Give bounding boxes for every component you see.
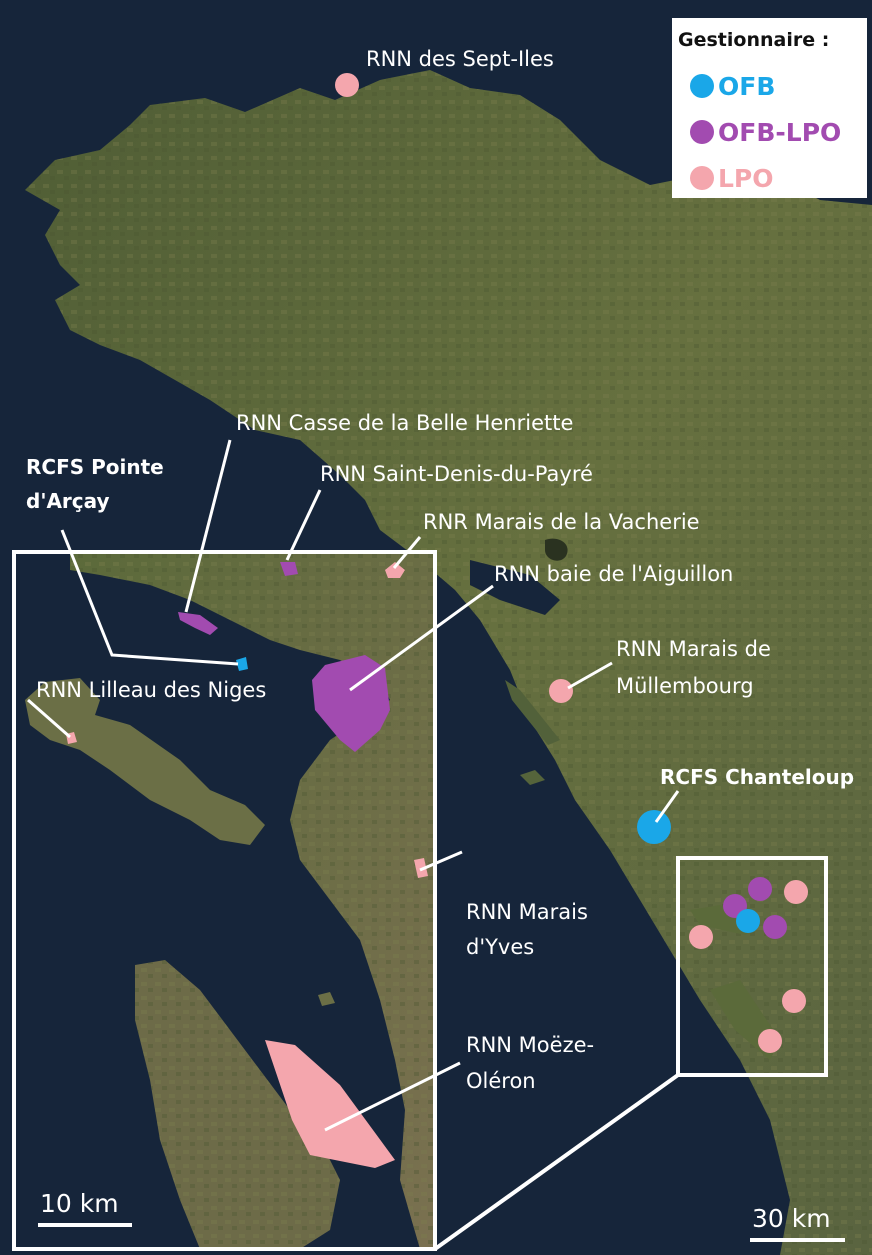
island-noirmoutier (505, 680, 560, 745)
inset-land-texture (70, 552, 435, 1249)
scale-bar-main-label: 30 km (752, 1204, 831, 1233)
reserve-casse-belle-henriette (178, 612, 218, 635)
locator-connector (433, 1073, 680, 1251)
leader-casse (184, 439, 232, 613)
leader-moeze (324, 1061, 461, 1132)
label-mullembourg-line2: Müllembourg (616, 674, 754, 698)
legend: Gestionnaire : OFB OFB-LPO LPO (672, 18, 867, 198)
estuary (470, 560, 560, 615)
inset-island-oleron-texture (135, 960, 340, 1249)
marker-mullembourg (549, 679, 573, 703)
scale-bar-inset: 10 km (38, 1189, 132, 1227)
label-moeze-line1: RNN Moëze- (466, 1033, 594, 1057)
reserve-pointe-arcay (236, 657, 248, 671)
label-lilleau: RNN Lilleau des Niges (36, 678, 266, 702)
scale-bar-inset-label: 10 km (40, 1189, 119, 1218)
leader-aiguillon (349, 584, 494, 692)
label-vacherie: RNR Marais de la Vacherie (423, 510, 700, 534)
locator-box (676, 856, 828, 1077)
label-casse: RNN Casse de la Belle Henriette (236, 411, 573, 435)
marker-cluster-2 (784, 880, 808, 904)
label-chanteloup: RCFS Chanteloup (660, 765, 854, 789)
inset-frame (12, 550, 437, 1251)
reserve-marais-vacherie (385, 562, 405, 578)
marker-cluster-6 (689, 925, 713, 949)
legend-label-ofb-lpo: OFB-LPO (718, 118, 841, 147)
reserve-moeze-oleron (265, 1040, 395, 1168)
leader-vacherie (392, 536, 422, 569)
leader-lilleau (27, 698, 71, 739)
island-small (520, 770, 545, 785)
legend-label-lpo: LPO (718, 164, 774, 193)
leader-lines (27, 439, 680, 1132)
leader-arcay (60, 529, 239, 666)
label-yves-line1: RNN Marais (466, 900, 588, 924)
legend-label-ofb: OFB (718, 72, 775, 101)
label-arcay-line2: d'Arçay (26, 489, 110, 513)
legend-swatch-lpo (690, 166, 714, 190)
lake (545, 538, 568, 561)
label-moeze-line2: Oléron (466, 1069, 536, 1093)
legend-swatch-ofb (690, 74, 714, 98)
leader-yves (419, 850, 463, 872)
label-yves-line2: d'Yves (466, 935, 534, 959)
marker-cluster-5 (763, 915, 787, 939)
marker-cluster-1 (748, 877, 772, 901)
marker-chanteloup (637, 810, 671, 844)
leader-chanteloup (654, 790, 680, 823)
label-saint-denis: RNN Saint-Denis-du-Payré (320, 462, 593, 486)
land-texture (25, 70, 872, 1255)
inset (12, 550, 437, 1251)
label-aiguillon: RNN baie de l'Aiguillon (494, 562, 733, 586)
reserve-saint-denis-du-payre (280, 562, 298, 576)
leader-mullembourg (567, 661, 613, 690)
reserve-baie-aiguillon (312, 655, 390, 752)
marker-cluster-8 (758, 1029, 782, 1053)
marker-cluster-4 (736, 909, 760, 933)
marker-cluster-7 (782, 989, 806, 1013)
inset-island-re (25, 678, 265, 845)
legend-swatch-ofb-lpo (690, 120, 714, 144)
scale-bar-main: 30 km (750, 1204, 845, 1242)
marker-sept-iles (335, 73, 359, 97)
inset-island-aix (318, 992, 335, 1006)
legend-title: Gestionnaire : (678, 29, 829, 51)
leader-saint-denis (285, 489, 322, 561)
label-sept-iles: RNN des Sept-Iles (366, 47, 554, 71)
label-mullembourg-line1: RNN Marais de (616, 637, 771, 661)
label-arcay-line1: RCFS Pointe (26, 455, 164, 479)
